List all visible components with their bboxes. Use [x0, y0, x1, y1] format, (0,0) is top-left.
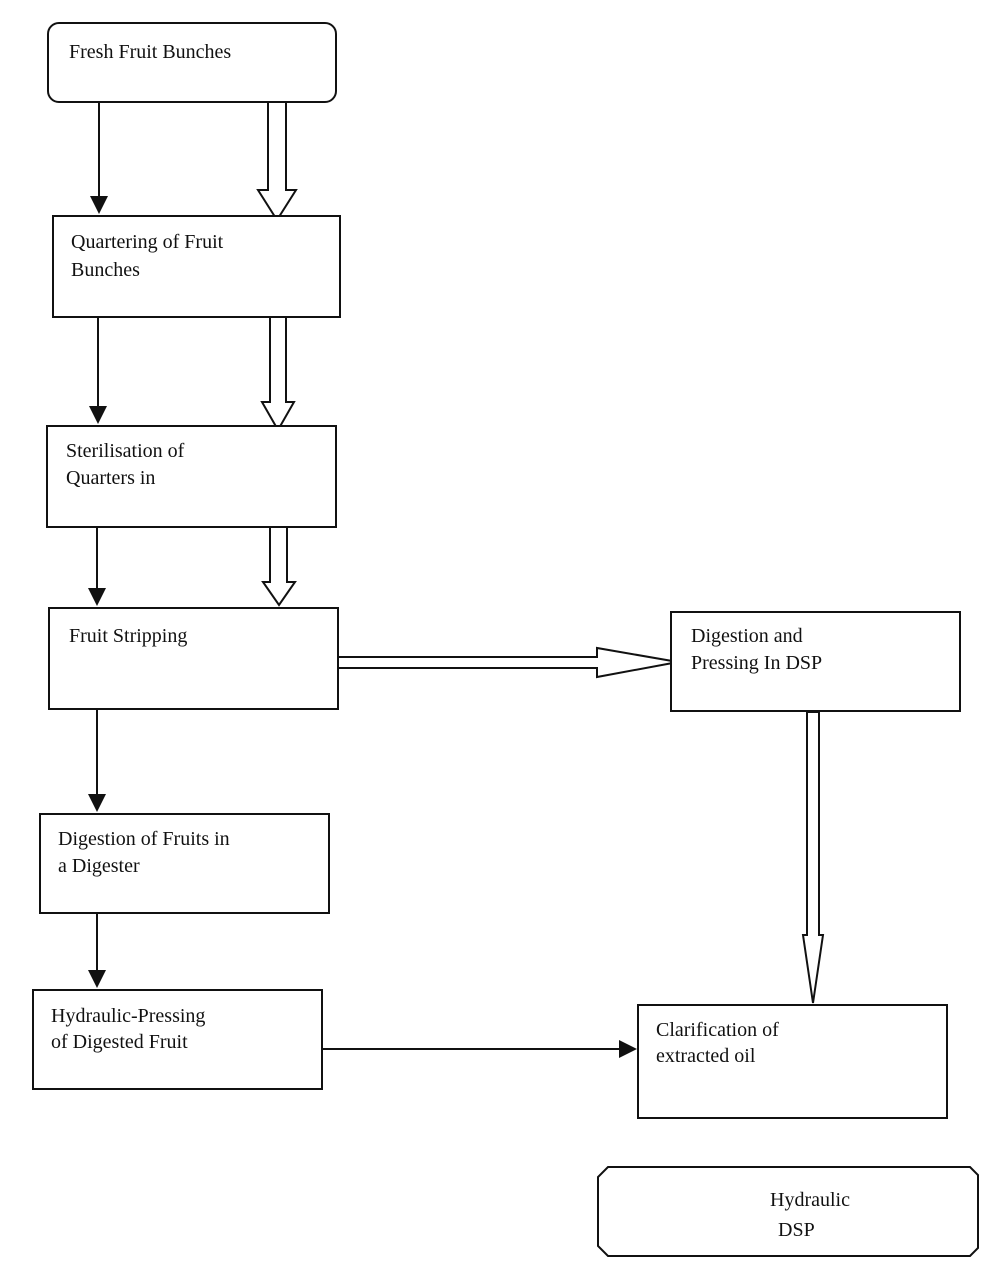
node-label: extracted oil — [656, 1045, 756, 1067]
node-label: Digestion of Fruits in — [58, 828, 230, 850]
node-quartering: Quartering of Fruit Bunches — [52, 215, 341, 318]
node-digestion-pressing-dsp: Digestion and Pressing In DSP — [670, 611, 961, 712]
hydraulic-arrow-fresh-to-quartering — [90, 102, 108, 214]
dsp-arrow-digestion-dsp-to-clarification — [801, 711, 825, 1004]
node-clarification: Clarification of extracted oil — [637, 1004, 948, 1119]
dsp-arrow-stripping-to-digestion-dsp — [333, 646, 679, 679]
dsp-arrow-sterilisation-to-stripping — [261, 526, 297, 607]
node-label: Quarters in — [66, 467, 156, 489]
node-label: of Digested Fruit — [51, 1031, 188, 1053]
node-label: Sterilisation of — [66, 440, 185, 462]
node-fruit-stripping: Fruit Stripping — [48, 607, 339, 710]
dsp-arrow-quartering-to-sterilisation — [260, 314, 296, 433]
hydraulic-arrow-sterilisation-to-stripping — [88, 527, 106, 606]
node-label: Fruit Stripping — [69, 625, 188, 647]
hydraulic-arrow-quartering-to-sterilisation — [89, 317, 107, 424]
hydraulic-arrow-stripping-to-digester — [88, 707, 106, 812]
dsp-arrow-fresh-to-quartering — [256, 101, 298, 222]
node-label: Quartering of Fruit — [71, 231, 224, 253]
hydraulic-arrow-digester-to-pressing — [88, 913, 106, 988]
legend-dsp-label: DSP — [778, 1219, 815, 1241]
legend-box — [597, 1166, 979, 1257]
node-label: a Digester — [58, 855, 140, 877]
node-label: Digestion and — [691, 625, 803, 647]
node-digestion-of-fruits: Digestion of Fruits in a Digester — [39, 813, 330, 914]
node-label: Bunches — [71, 259, 140, 281]
node-label: Clarification of — [656, 1019, 779, 1041]
node-hydraulic-pressing: Hydraulic-Pressing of Digested Fruit — [32, 989, 323, 1090]
node-fresh-fruit-bunches: Fresh Fruit Bunches — [47, 22, 337, 103]
node-label: Fresh Fruit Bunches — [69, 41, 232, 63]
legend-hydraulic-label: Hydraulic — [770, 1189, 850, 1211]
hydraulic-arrow-pressing-to-clarification — [322, 1040, 637, 1058]
node-sterilisation: Sterilisation of Quarters in — [46, 425, 337, 528]
node-label: Pressing In DSP — [691, 652, 823, 674]
node-label: Hydraulic-Pressing — [51, 1005, 206, 1027]
